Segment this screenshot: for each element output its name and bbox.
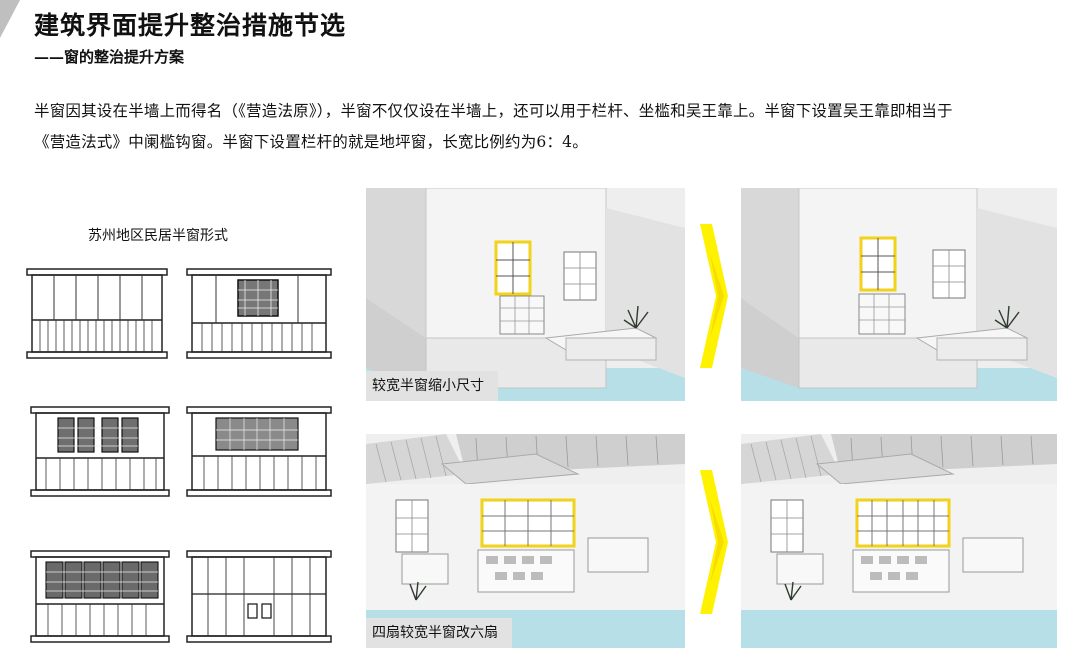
sketch-window-2 bbox=[186, 268, 332, 359]
sketch-window-5 bbox=[30, 550, 170, 643]
intro-line-1: 半窗因其设在半墙上而得名（《营造法原》），半窗不仅仅设在半墙上，还可以用于栏杆、… bbox=[34, 102, 953, 120]
right-arrow-icon bbox=[700, 470, 728, 614]
render-row1-before: 较宽半窗缩小尺寸 bbox=[366, 188, 685, 401]
render-row2-after bbox=[741, 434, 1057, 648]
diagram-caption: 苏州地区民居半窗形式 bbox=[88, 228, 228, 244]
sketch-window-3 bbox=[30, 406, 170, 497]
sketch-window-1 bbox=[26, 268, 168, 359]
intro-paragraph: 半窗因其设在半墙上而得名（《营造法原》），半窗不仅仅设在半墙上，还可以用于栏杆、… bbox=[34, 96, 1069, 158]
right-arrow-icon bbox=[700, 224, 728, 368]
page-title: 建筑界面提升整治措施节选 bbox=[34, 11, 347, 40]
page-subtitle: ——窗的整治提升方案 bbox=[34, 48, 185, 66]
sketch-window-4 bbox=[186, 406, 332, 497]
render-row1-after bbox=[741, 188, 1057, 401]
render-caption-row1: 较宽半窗缩小尺寸 bbox=[366, 371, 498, 401]
intro-line-2: 《营造法式》中阑槛钩窗。半窗下设置栏杆的就是地坪窗，长宽比例约为6：4。 bbox=[34, 133, 588, 151]
render-caption-row2: 四扇较宽半窗改六扇 bbox=[366, 618, 512, 648]
render-row2-before: 四扇较宽半窗改六扇 bbox=[366, 434, 685, 648]
corner-decoration bbox=[0, 0, 20, 38]
sketch-window-6 bbox=[186, 550, 332, 643]
